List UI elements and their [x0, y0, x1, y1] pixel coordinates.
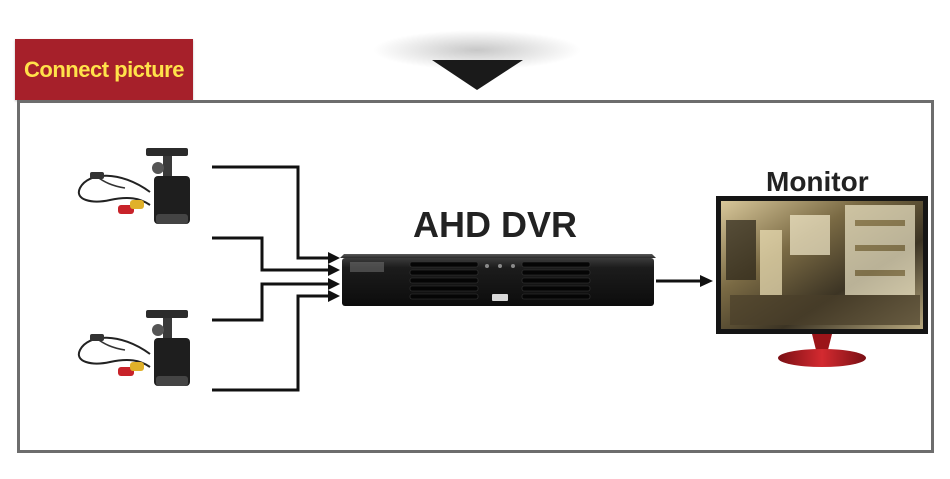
arrowheads — [328, 252, 713, 302]
camera-icon-bottom — [77, 310, 190, 386]
diagram-frame — [17, 100, 934, 453]
monitor-label: Monitor — [766, 166, 869, 197]
dvr-device — [340, 254, 656, 306]
connection-lines — [212, 165, 702, 392]
camera-icon-top — [77, 148, 190, 224]
header-title: Connect picture — [24, 56, 184, 82]
header-tab: Connect picture — [15, 39, 193, 100]
monitor-device — [716, 196, 928, 367]
dvr-label: AHD DVR — [413, 204, 578, 245]
down-arrow-icon — [432, 60, 523, 90]
